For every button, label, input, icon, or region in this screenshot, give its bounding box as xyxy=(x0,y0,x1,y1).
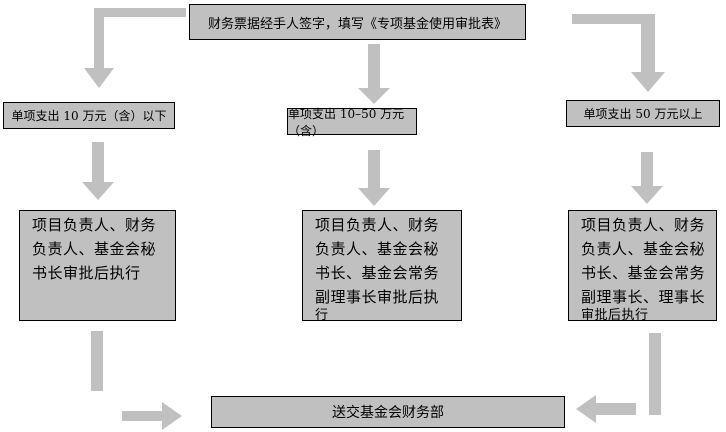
approval-text-tail: 行 xyxy=(315,308,329,323)
condition-box-10-to-50: 单项支出 10–50 万元（含） xyxy=(287,107,417,138)
approval-box-under-10: 项目负责人、财务负责人、基金会秘书长审批后执行 xyxy=(19,210,176,321)
arrow-right-down xyxy=(631,152,663,204)
connector-right-bottom xyxy=(649,333,661,415)
approval-text-tail: 审批后执行 xyxy=(581,308,649,323)
arrow-to-center-branch xyxy=(358,44,390,104)
approval-text: 项目负责人、财务负责人、基金会秘书长审批后执行 xyxy=(32,216,157,282)
condition-box-over-50: 单项支出 50 万元以上 xyxy=(566,100,720,127)
connector-left-bottom xyxy=(91,331,103,391)
arrow-center-down xyxy=(358,150,390,206)
approval-box-10-to-50: 项目负责人、财务负责人、基金会秘书长、基金会常务副理事长审批后执 行 xyxy=(302,210,462,323)
start-box: 财务票据经手人签字，填写《专项基金使用审批表》 xyxy=(189,4,526,40)
arrow-to-left-branch xyxy=(84,8,186,88)
arrow-to-right-branch xyxy=(572,14,665,92)
start-box-label: 财务票据经手人签字，填写《专项基金使用审批表》 xyxy=(207,16,507,32)
approval-text: 项目负责人、财务负责人、基金会秘书长、基金会常务副理事长、理事长 xyxy=(581,216,706,306)
approval-box-over-50: 项目负责人、财务负责人、基金会秘书长、基金会常务副理事长、理事长 审批后执行 xyxy=(568,210,717,323)
finance-dept-label: 送交基金会财务部 xyxy=(332,405,444,421)
condition-label: 单项支出 10 万元（含）以下 xyxy=(11,109,167,123)
arrow-into-bottom-from-right xyxy=(576,395,636,423)
approval-text: 项目负责人、财务负责人、基金会秘书长、基金会常务副理事长审批后执 xyxy=(315,216,440,306)
condition-box-under-10: 单项支出 10 万元（含）以下 xyxy=(3,102,175,129)
condition-label: 单项支出 10–50 万元（含） xyxy=(288,106,405,138)
condition-label: 单项支出 50 万元以上 xyxy=(583,107,703,121)
finance-dept-box: 送交基金会财务部 xyxy=(211,396,565,428)
arrow-into-bottom-from-left xyxy=(122,402,182,430)
arrow-left-down xyxy=(82,142,114,200)
